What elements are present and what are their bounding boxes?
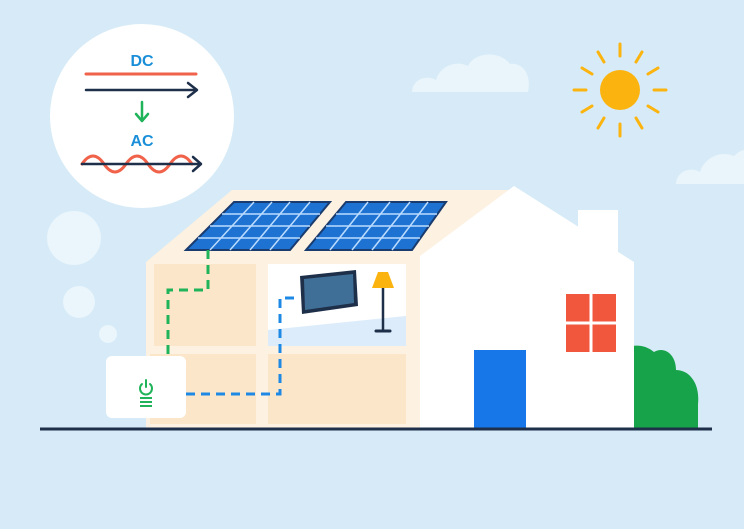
arrow-right-icon	[80, 155, 203, 173]
lamp-icon	[372, 272, 394, 333]
house-front	[420, 186, 634, 428]
thought-bubble-dot	[99, 325, 117, 343]
dc-ac-conversion-bubble: DC AC	[50, 24, 234, 208]
room-lower-right	[268, 354, 406, 424]
cloud	[676, 150, 744, 184]
ac-wave	[80, 154, 194, 174]
thought-bubble-dot	[47, 211, 101, 265]
thought-bubble-dot	[63, 286, 95, 318]
window-icon	[566, 294, 616, 352]
ac-label: AC	[130, 133, 154, 150]
cloud	[412, 54, 529, 92]
dc-label: DC	[130, 53, 154, 70]
solar-panel-left	[183, 201, 333, 251]
arrow-down-icon	[134, 100, 150, 123]
power-icon	[139, 379, 153, 396]
panel-cable	[166, 250, 210, 362]
tv-icon	[300, 270, 358, 314]
room-floor	[268, 316, 406, 346]
solar-panel-right	[303, 201, 448, 251]
menu-lines-icon	[140, 397, 152, 407]
door	[474, 350, 526, 428]
room-upper-left	[154, 264, 256, 346]
inverter-cable	[186, 296, 300, 396]
arrow-right-icon	[84, 81, 199, 99]
bush	[616, 345, 699, 428]
sun-icon	[572, 42, 668, 138]
inverter-box	[106, 356, 186, 418]
